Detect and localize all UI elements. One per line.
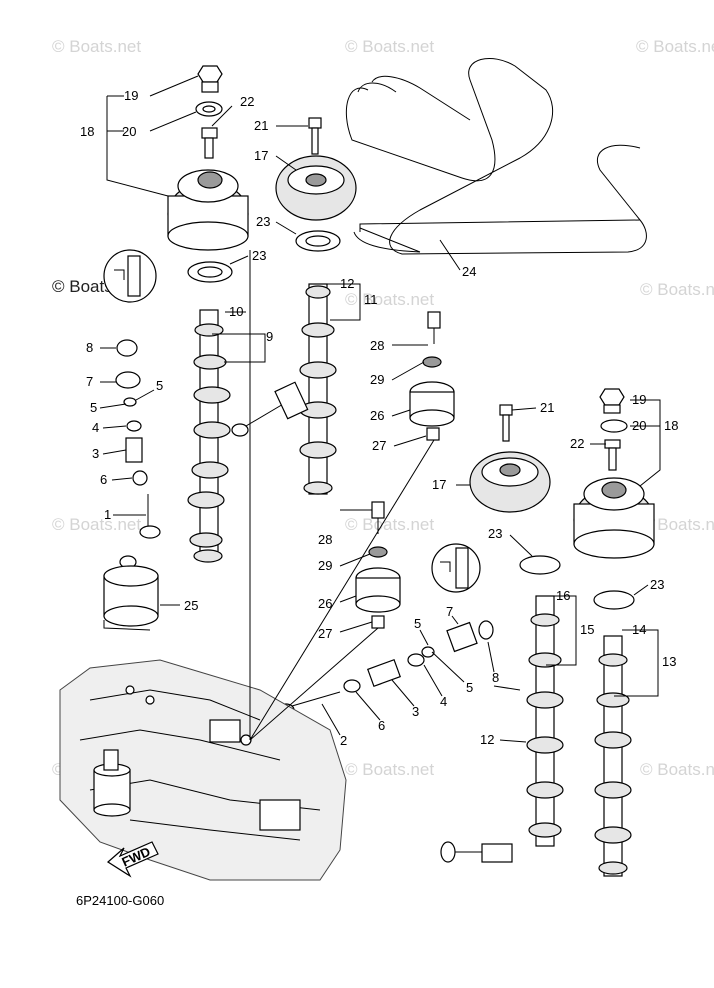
callouts: 19 20 18 22 21 17 23 23 24 12 11 10 9 8 … <box>80 88 678 748</box>
callout-18: 18 <box>80 124 94 139</box>
center-pulley <box>275 117 357 221</box>
right-pulley-assembly <box>573 388 655 559</box>
callout-27: 27 <box>372 438 386 453</box>
valve-parts-middle <box>277 620 494 717</box>
callout-20: 20 <box>122 124 136 139</box>
callout-4: 4 <box>92 420 99 435</box>
belt-tensioner <box>103 555 159 631</box>
oil-seal-right <box>593 590 635 610</box>
callout-5d: 5 <box>466 680 473 695</box>
callout-12b: 12 <box>480 732 494 747</box>
callout-23b: 23 <box>252 248 266 263</box>
callout-15: 15 <box>580 622 594 637</box>
callout-27b: 27 <box>318 626 332 641</box>
watermark: © Boats.net <box>345 290 434 309</box>
inset-detail-right <box>431 543 481 593</box>
callout-26b: 26 <box>318 596 332 611</box>
callout-22: 22 <box>240 94 254 109</box>
callout-3b: 3 <box>412 704 419 719</box>
callout-2: 2 <box>340 733 347 748</box>
engine-block <box>59 250 435 881</box>
watermark: © Boats.net <box>640 760 714 779</box>
callout-4b: 4 <box>440 694 447 709</box>
callout-18b: 18 <box>664 418 678 433</box>
valve-parts-left <box>115 339 161 539</box>
watermark: © Boats.net <box>52 515 141 534</box>
callout-28b: 28 <box>318 532 332 547</box>
callout-9: 9 <box>266 329 273 344</box>
callout-29: 29 <box>370 372 384 387</box>
callout-5b: 5 <box>90 400 97 415</box>
callout-14: 14 <box>632 622 646 637</box>
valve-assembly-right <box>440 841 513 863</box>
callout-5c: 5 <box>414 616 421 631</box>
camshaft-center <box>299 283 337 495</box>
lifter-group-lower <box>355 501 401 629</box>
callout-24: 24 <box>462 264 476 279</box>
right-center-pulley <box>469 404 551 513</box>
callout-28: 28 <box>370 338 384 353</box>
callout-17b: 17 <box>432 477 446 492</box>
callout-23c: 23 <box>488 526 502 541</box>
callout-10: 10 <box>229 304 243 319</box>
callout-8: 8 <box>86 340 93 355</box>
callout-1: 1 <box>104 507 111 522</box>
watermark: © Boats.net <box>52 37 141 56</box>
callout-17: 17 <box>254 148 268 163</box>
callout-6: 6 <box>100 472 107 487</box>
inset-detail-upper <box>103 249 157 303</box>
callout-13: 13 <box>662 654 676 669</box>
callout-25: 25 <box>184 598 198 613</box>
callout-26: 26 <box>370 408 384 423</box>
camshaft-right-outer <box>594 635 632 877</box>
camshaft-left <box>187 309 231 563</box>
callout-3: 3 <box>92 446 99 461</box>
callout-21b: 21 <box>540 400 554 415</box>
callout-20b: 20 <box>632 418 646 433</box>
oil-seal-right-center <box>519 555 561 575</box>
valve-assembly-center <box>231 381 309 437</box>
watermark: © Boats.net <box>640 280 714 299</box>
callout-22b: 22 <box>570 436 584 451</box>
callout-6b: 6 <box>378 718 385 733</box>
watermark: © Boats.net <box>345 37 434 56</box>
watermark: © Boats.net <box>345 760 434 779</box>
callout-12: 12 <box>340 276 354 291</box>
callout-8b: 8 <box>492 670 499 685</box>
watermark: © Boats.net <box>345 515 434 534</box>
left-pulley-assembly <box>167 65 249 251</box>
callout-7: 7 <box>86 374 93 389</box>
callout-11: 11 <box>364 292 378 307</box>
timing-belt <box>345 58 647 255</box>
callout-29b: 29 <box>318 558 332 573</box>
watermark: © Boats.net <box>636 37 714 56</box>
watermark: © Boats.net <box>640 515 714 534</box>
callout-23d: 23 <box>650 577 664 592</box>
camshaft-right-inner <box>526 595 564 847</box>
callout-19: 19 <box>124 88 138 103</box>
lifter-group-upper <box>409 311 455 441</box>
callout-16: 16 <box>556 588 570 603</box>
diagram-code: 6P24100-G060 <box>76 893 164 908</box>
callout-5a: 5 <box>156 378 163 393</box>
callout-23: 23 <box>256 214 270 229</box>
callout-21: 21 <box>254 118 268 133</box>
callout-19b: 19 <box>632 392 646 407</box>
callout-7b: 7 <box>446 604 453 619</box>
leader-lines <box>99 75 661 743</box>
